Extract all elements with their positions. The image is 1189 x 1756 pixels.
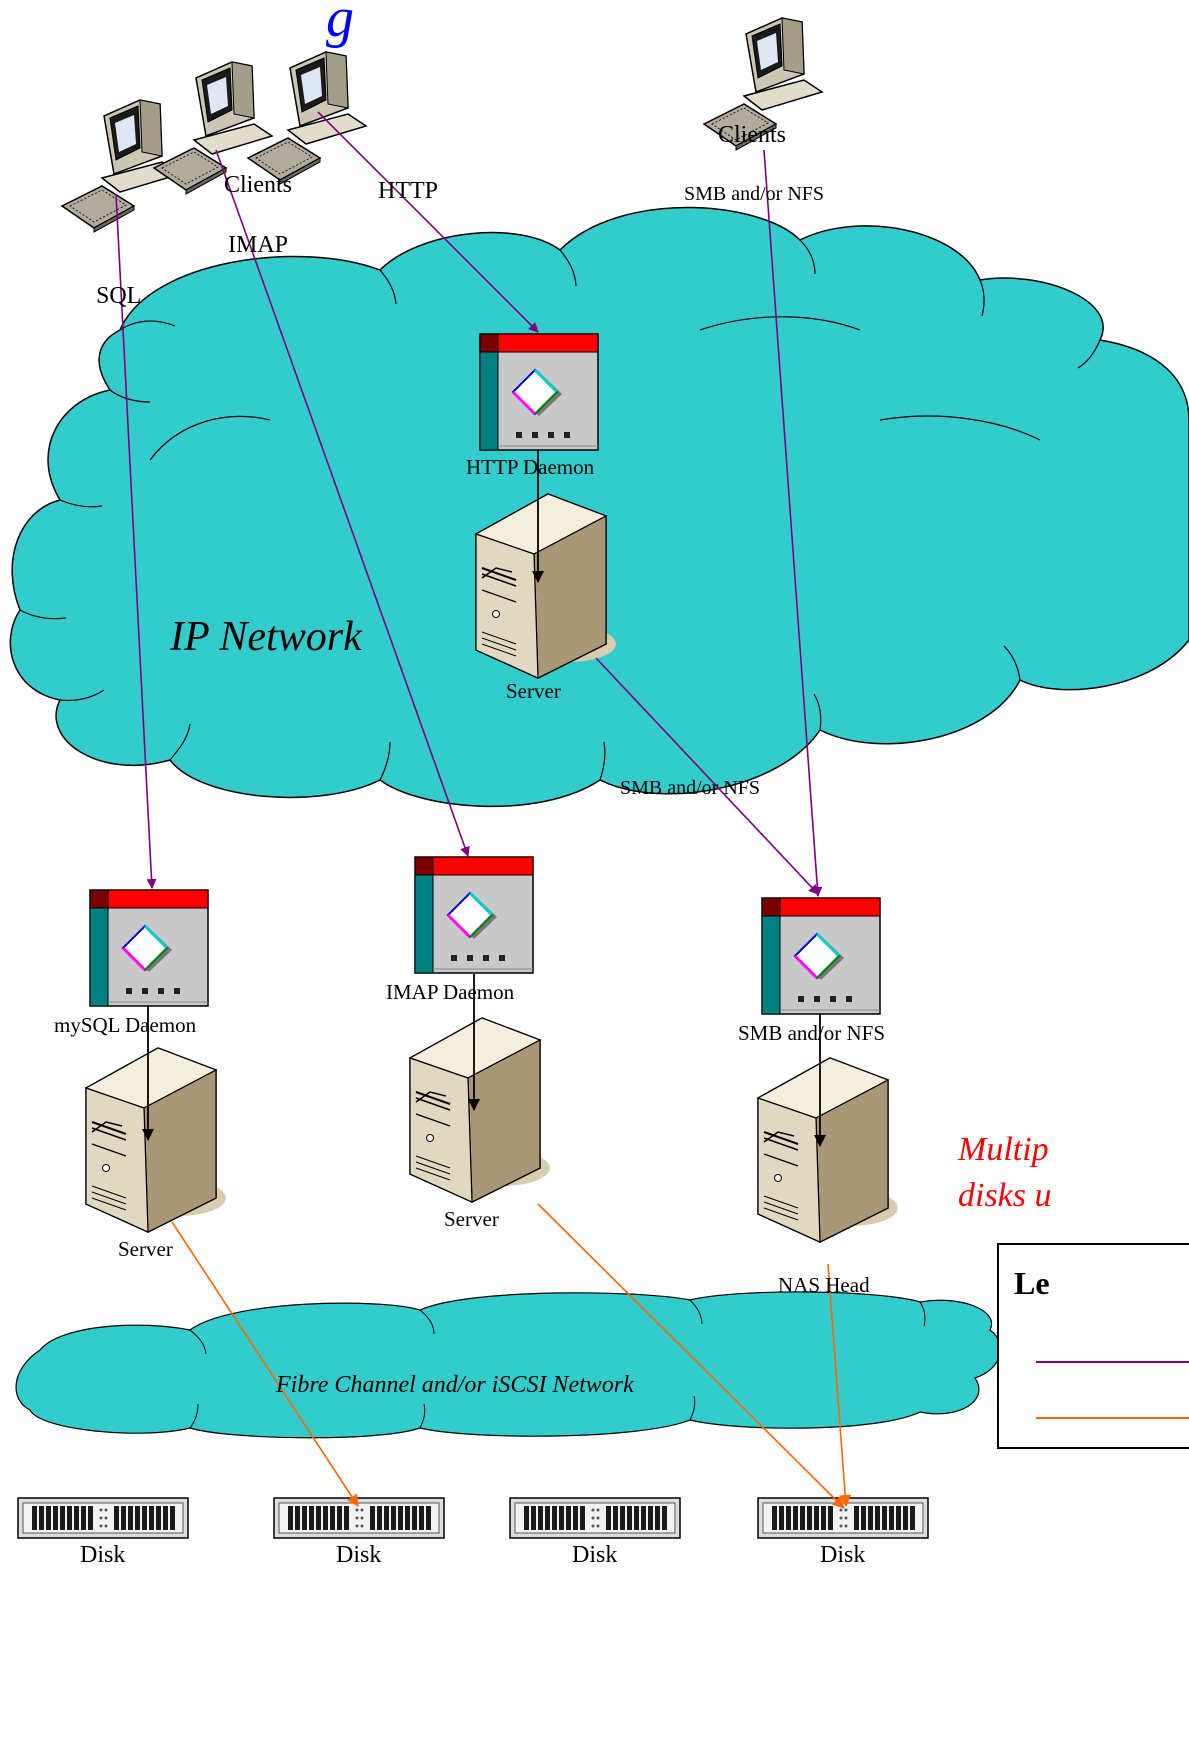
page-title-fragment: g (326, 0, 354, 49)
nas-head-label: NAS Head (778, 1273, 870, 1297)
smb-nfs-protocol-label-mid: SMB and/or NFS (620, 777, 760, 799)
imap-protocol-label: IMAP (228, 232, 288, 258)
ip-network-cloud (9, 206, 1189, 808)
clients-label-right: Clients (718, 122, 786, 148)
disk-array-icon-3 (509, 1497, 681, 1539)
fc-network-cloud (15, 1291, 1002, 1439)
mysql-daemon-window-icon (88, 888, 210, 1008)
server-tower-icon-top (475, 493, 617, 679)
disk-array-icon-4 (757, 1497, 929, 1539)
smb-nfs-daemon-label: SMB and/or NFS (738, 1021, 885, 1045)
storage-link-nas (827, 1263, 852, 1507)
http-daemon-label: HTTP Daemon (466, 455, 595, 479)
server-label-left: Server (118, 1237, 173, 1261)
disk-label-4: Disk (820, 1542, 865, 1568)
server-label-mid: Server (444, 1207, 499, 1231)
smb-nfs-protocol-label-top: SMB and/or NFS (684, 183, 824, 205)
mysql-daemon-label: mySQL Daemon (54, 1013, 197, 1037)
server-tower-icon-mid (409, 1017, 551, 1203)
storage-link-left (171, 1221, 359, 1507)
http-daemon-window-icon (478, 332, 600, 452)
annotation-line-2: disks u (958, 1177, 1052, 1214)
disk-array-icon-1 (17, 1497, 189, 1539)
http-link (317, 111, 539, 333)
smb-nfs-window-icon (760, 896, 882, 1016)
nas-head-tower-icon (757, 1057, 899, 1243)
imap-daemon-window-icon (413, 855, 535, 975)
sql-link (115, 193, 157, 889)
server-label-top: Server (506, 679, 561, 703)
http-protocol-label: HTTP (378, 178, 438, 204)
smb-nfs-client-link (763, 149, 823, 897)
server-tower-icon-left (85, 1047, 227, 1233)
storage-link-mid (537, 1203, 845, 1509)
annotation-line-1: Multip (957, 1131, 1049, 1168)
ip-network-label: IP Network (169, 614, 363, 660)
sql-protocol-label: SQL (96, 283, 141, 309)
legend-title: Le (1014, 1265, 1050, 1301)
server-to-nas-link (595, 657, 819, 895)
clients-label-left: Clients (224, 172, 292, 198)
imap-daemon-label: IMAP Daemon (386, 980, 515, 1004)
disk-label-1: Disk (80, 1542, 125, 1568)
imap-link (215, 149, 470, 857)
disk-label-2: Disk (336, 1542, 381, 1568)
fc-network-label: Fibre Channel and/or iSCSI Network (275, 1372, 634, 1398)
disk-label-3: Disk (572, 1542, 617, 1568)
client-pc-icon-3 (247, 51, 367, 185)
legend-box: Le (997, 1243, 1189, 1449)
disk-array-icon-2 (273, 1497, 445, 1539)
